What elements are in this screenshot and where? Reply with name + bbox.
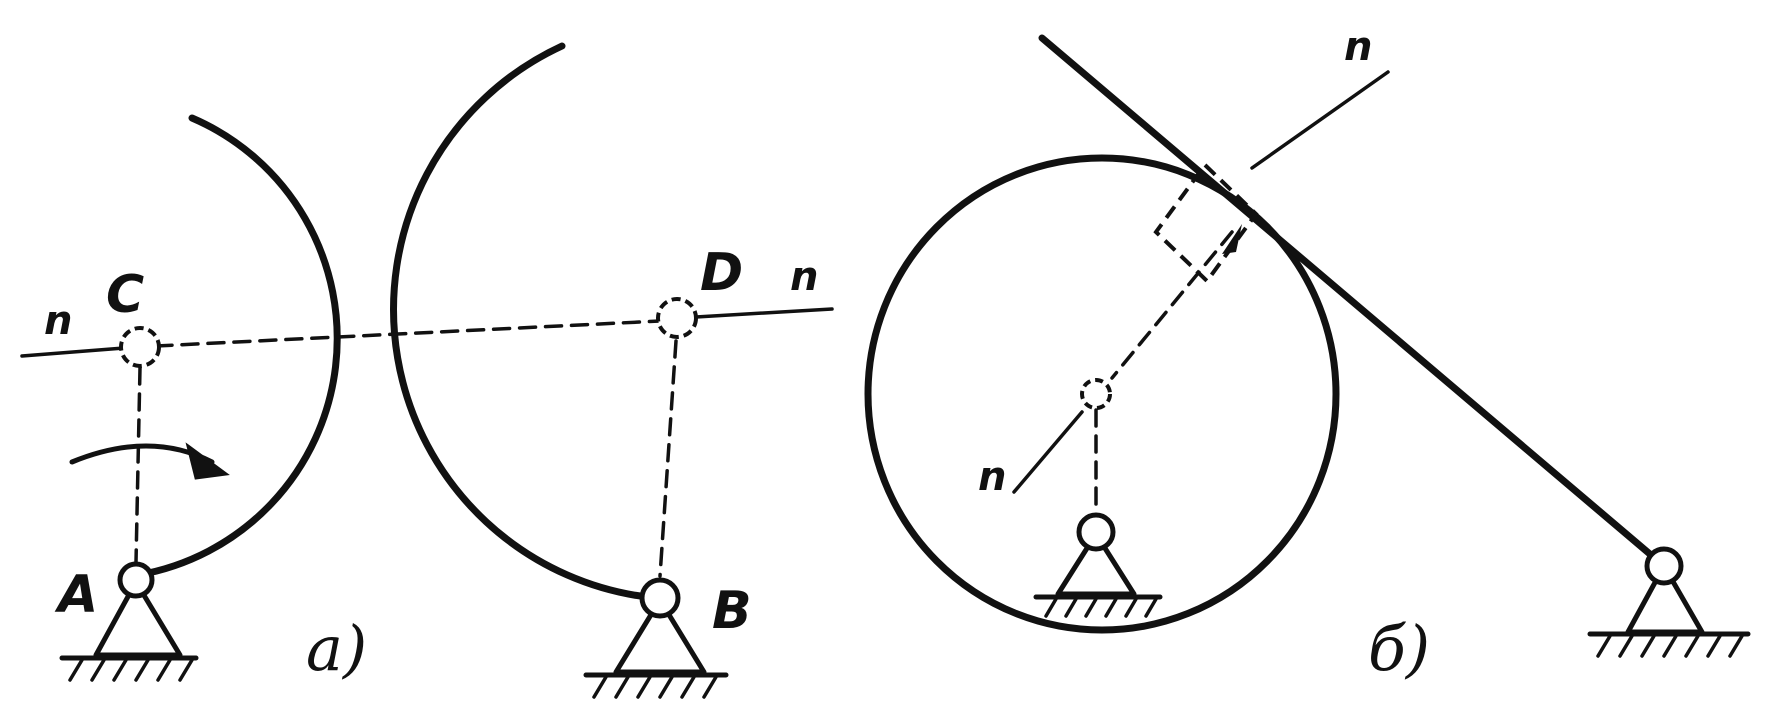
label-d: D <box>700 243 743 303</box>
support-b <box>583 577 729 699</box>
normal-line-right-segment <box>694 307 834 319</box>
label-n-right: n <box>790 254 818 300</box>
circular-cam <box>864 154 1340 634</box>
label-n-bottom: n <box>978 454 1006 500</box>
label-n-top: n <box>1344 24 1372 70</box>
normal-line-dashed <box>1110 230 1234 380</box>
support-cam <box>1033 512 1163 618</box>
left-cam-profile <box>134 114 341 579</box>
joint-b <box>639 577 681 619</box>
normal-line-upper <box>1250 70 1390 170</box>
rotation-arrowhead <box>185 442 230 480</box>
joint-a <box>117 561 155 599</box>
subfigure-label-a: а) <box>306 612 367 685</box>
link-ac-dashed <box>134 366 142 564</box>
normal-arrowhead <box>1222 224 1242 254</box>
right-cam-profile <box>390 42 660 602</box>
follower-pivot-joint <box>1644 546 1684 586</box>
joint-c <box>119 326 161 368</box>
cam-pivot-joint <box>1076 512 1116 552</box>
panel-b: n n б) <box>864 24 1751 685</box>
normal-line-left-segment <box>20 346 126 358</box>
label-b: B <box>712 581 752 641</box>
panel-a: n C D n A B а) <box>20 42 834 699</box>
joint-d <box>656 297 698 339</box>
support-follower <box>1587 546 1751 658</box>
cam-center-joint <box>1080 378 1112 410</box>
support-a <box>59 561 199 682</box>
link-bd-dashed <box>658 339 678 578</box>
subfigure-label-b: б) <box>1368 612 1430 685</box>
follower-link <box>1038 34 1668 570</box>
normal-line-lower <box>1012 410 1084 494</box>
label-n-left: n <box>44 298 72 344</box>
label-c: C <box>106 265 144 325</box>
normal-line-dashed-cd <box>154 319 662 348</box>
slider-block <box>1153 161 1259 285</box>
label-a: A <box>54 565 98 625</box>
